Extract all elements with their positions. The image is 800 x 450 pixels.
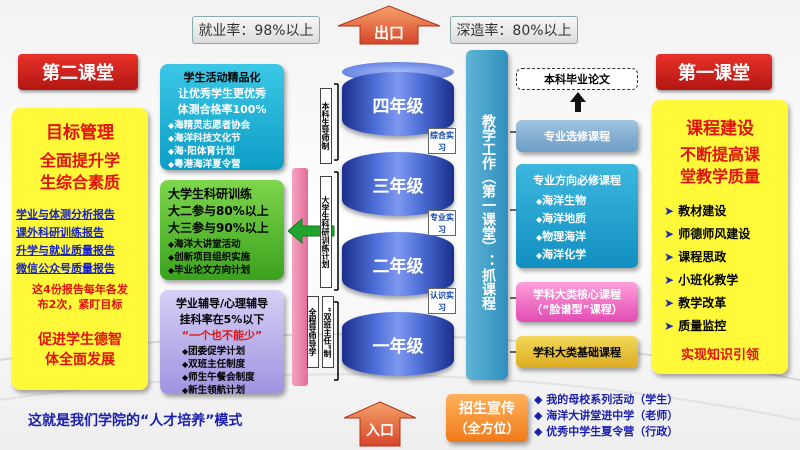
entry-arrow [343,401,417,447]
research-item: 毕业论文方向计划 [168,264,276,277]
activity-item: 海·阳体育计划 [168,145,276,158]
exit-label: 出口 [373,24,404,42]
tutoring-item: 团委促学计划 [182,345,276,358]
employment-rate: 就业率：98%以上 [192,16,320,44]
construction-item: ➤ 课程思政 [664,250,727,264]
panel-goal: 促进学生德智 体全面发展 [38,332,122,368]
construction-item: ➤ 小班化教学 [664,273,739,287]
tutoring-item: 双班主任制度 [182,358,276,371]
vertical-label-dual-advisor: “双班主任”制 [322,296,334,368]
recruitment-item: ◆ 我的母校系列活动（学生） [534,393,679,406]
teaching-column-label: 教学工作（第一课堂）：抓课程 [480,114,496,310]
knowledge-leading: 实现知识引领 [680,348,759,363]
internship-tag-professional: 专业实习 [428,210,456,236]
first-class-banner: 第一课堂 [656,54,772,90]
required-course-item: 物理海洋 [536,228,628,246]
required-course-item: 海洋生物 [536,192,628,210]
pink-connector-bar [292,168,308,386]
goal-management-title: 目标管理 [46,123,114,143]
course-construction-list: ➤ 教材建设 ➤ 师德师风建设 ➤ 课程思政 ➤ 小班化教学 ➤ 教学改革 ➤ … [664,200,784,338]
arrow-up-icon [570,92,586,112]
vertical-label-guidance: 全程导师导学 [307,296,319,368]
report-list: 学业与体测分析报告 课外科研训练报告 升学与就业质量报告 微信公众号质量报告 [16,206,144,278]
tutoring-item: 师生午餐会制度 [182,371,276,384]
report-link[interactable]: 微信公众号质量报告 [16,262,115,275]
internship-tag-cognitive: 认识实习 [428,288,456,314]
recruitment-badge: 招生宣传 （全方位） [446,394,528,442]
report-link[interactable]: 学业与体测分析报告 [16,208,115,221]
teaching-column [466,50,508,380]
goal-subtitle: 全面提升学 生综合素质 [39,151,120,192]
course-construction-subtitle: 不断提高课 堂教学质量 [679,145,760,186]
grade-cylinder-2: 二年级 [342,232,454,296]
model-caption: 这就是我们学院的“人才培养”模式 [28,413,243,429]
grade-cylinder-1: 一年级 [342,312,454,376]
construction-item: ➤ 质量监控 [664,319,727,333]
vertical-label-tutor-system: 本科生导师制 [320,88,332,164]
further-study-rate: 深造率：80%以上 [450,16,578,44]
recruitment-item: ◆ 海洋大讲堂进中学（老师） [534,409,679,422]
activity-box: 学生活动精品化 让优秀学生更优秀 体测合格率100% 海精灵志愿者协会 海洋科技… [160,64,284,170]
research-item: 创新项目组织实施 [168,251,276,264]
bracket-lines [334,83,339,381]
course-construction-panel [652,100,788,374]
green-arrow-icon [288,218,335,244]
research-item: 海洋大讲堂活动 [168,238,276,251]
course-elective: 专业选修课程 [516,120,638,152]
course-required-box: 专业方向必修课程 海洋生物 海洋地质 物理海洋 海洋化学 [516,164,638,268]
exit-arrow [337,5,441,45]
vertical-label-research-plan: 大学生科研训练计划 [320,176,332,288]
report-link[interactable]: 课外科研训练报告 [16,226,104,239]
course-construction-title: 课程建设 [686,119,754,139]
activity-item: 海精灵志愿者协会 [168,119,276,132]
construction-item: ➤ 教材建设 [664,204,727,218]
research-training-box: 大学生科研训练 大二参与80%以上 大三参与90%以上 海洋大讲堂活动 创新项目… [160,180,284,280]
second-class-banner: 第二课堂 [18,54,138,90]
course-basic: 学科大类基础课程 [516,336,638,368]
construction-item: ➤ 教学改革 [664,296,727,310]
course-core-box: 学科大类核心课程 （“脸谱型”课程） [516,282,638,322]
internship-tag-comprehensive: 综合实习 [428,128,456,154]
goal-management-panel [12,108,148,390]
construction-item: ➤ 师德师风建设 [664,227,751,241]
tutoring-item: 新生领航计划 [182,384,276,397]
course-thesis: 本科毕业论文 [516,68,638,90]
entry-label: 入口 [366,423,394,439]
activity-item: 粤港海洋夏令营 [168,158,276,171]
activity-item: 海洋科技文化节 [168,132,276,145]
recruitment-list: ◆ 我的母校系列活动（学生） ◆ 海洋大讲堂进中学（老师） ◆ 优秀中学生夏令营… [534,392,784,440]
recruitment-item: ◆ 优秀中学生夏令营（行政） [534,425,679,438]
report-note: 这4份报告每年各发 布2次，紧盯目标 [32,283,128,311]
tutoring-box: 学业辅导/心理辅导 挂科率在5%以下 “一个也不能少” 团委促学计划 双班主任制… [160,290,284,397]
grade-cylinder-3: 三年级 [342,152,454,216]
required-course-item: 海洋化学 [536,246,628,264]
report-link[interactable]: 升学与就业质量报告 [16,244,115,257]
required-course-item: 海洋地质 [536,210,628,228]
grade-cylinder-4: 四年级 [342,72,454,136]
